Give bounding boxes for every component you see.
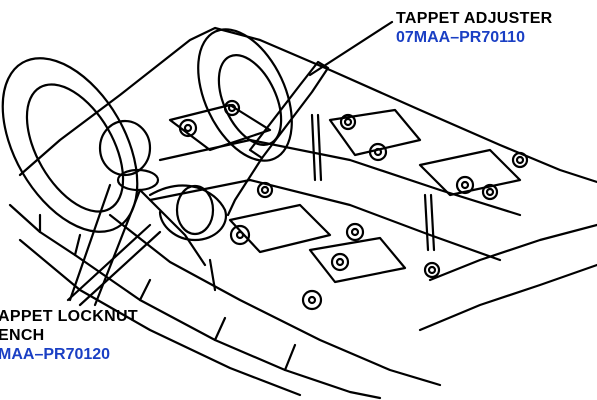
head-right-rail-2 — [418, 263, 597, 332]
valve-screw-2 — [423, 193, 436, 252]
cam-gear-middle — [197, 28, 293, 162]
adjuster-leader-line — [308, 20, 394, 77]
cylinder-head-outline — [8, 203, 382, 400]
tappet-adjuster-shaft — [226, 156, 264, 217]
rocker-block-1 — [168, 103, 272, 152]
cam-gear-left — [1, 57, 139, 233]
cam-gear-middle-inner — [217, 54, 283, 146]
cylinder-head-flange — [38, 213, 297, 372]
valve-screw-3 — [208, 258, 217, 292]
tappet-locknut-wrench-callout: APPET LOCKNUT ENCH MAA–PR70120 — [0, 307, 138, 364]
tappet-adjuster-part-number: 07MAA–PR70110 — [396, 29, 525, 46]
bolt-heads — [178, 99, 529, 311]
rocker-block-3 — [418, 148, 522, 197]
wrench-link — [138, 188, 207, 267]
wrench-socket — [175, 184, 215, 236]
wrench-knob-collar — [116, 168, 160, 192]
cylinder-head-top-edge — [18, 26, 597, 184]
head-inner-rail — [108, 213, 442, 387]
tappet-locknut-wrench-part-number: MAA–PR70120 — [0, 346, 111, 363]
tappet-locknut-wrench-name-line1: APPET LOCKNUT — [0, 308, 138, 325]
head-right-rail — [428, 223, 597, 282]
wrench-leader-line-1 — [66, 223, 152, 302]
head-lower-rail — [18, 238, 302, 397]
wrench-leader-line-2 — [78, 230, 162, 307]
wrench-knob — [98, 119, 152, 177]
rocker-block-2 — [328, 108, 422, 157]
camshaft-front — [158, 138, 522, 217]
rocker-block-5 — [308, 236, 407, 284]
camshaft-rear — [148, 178, 502, 262]
tappet-locknut-wrench-name-line2: ENCH — [0, 327, 45, 344]
rocker-block-4 — [228, 203, 332, 254]
tappet-adjuster-callout: TAPPET ADJUSTER 07MAA–PR70110 — [396, 9, 553, 47]
tappet-adjuster-name: TAPPET ADJUSTER — [396, 10, 553, 27]
valve-screw-1 — [310, 113, 323, 182]
